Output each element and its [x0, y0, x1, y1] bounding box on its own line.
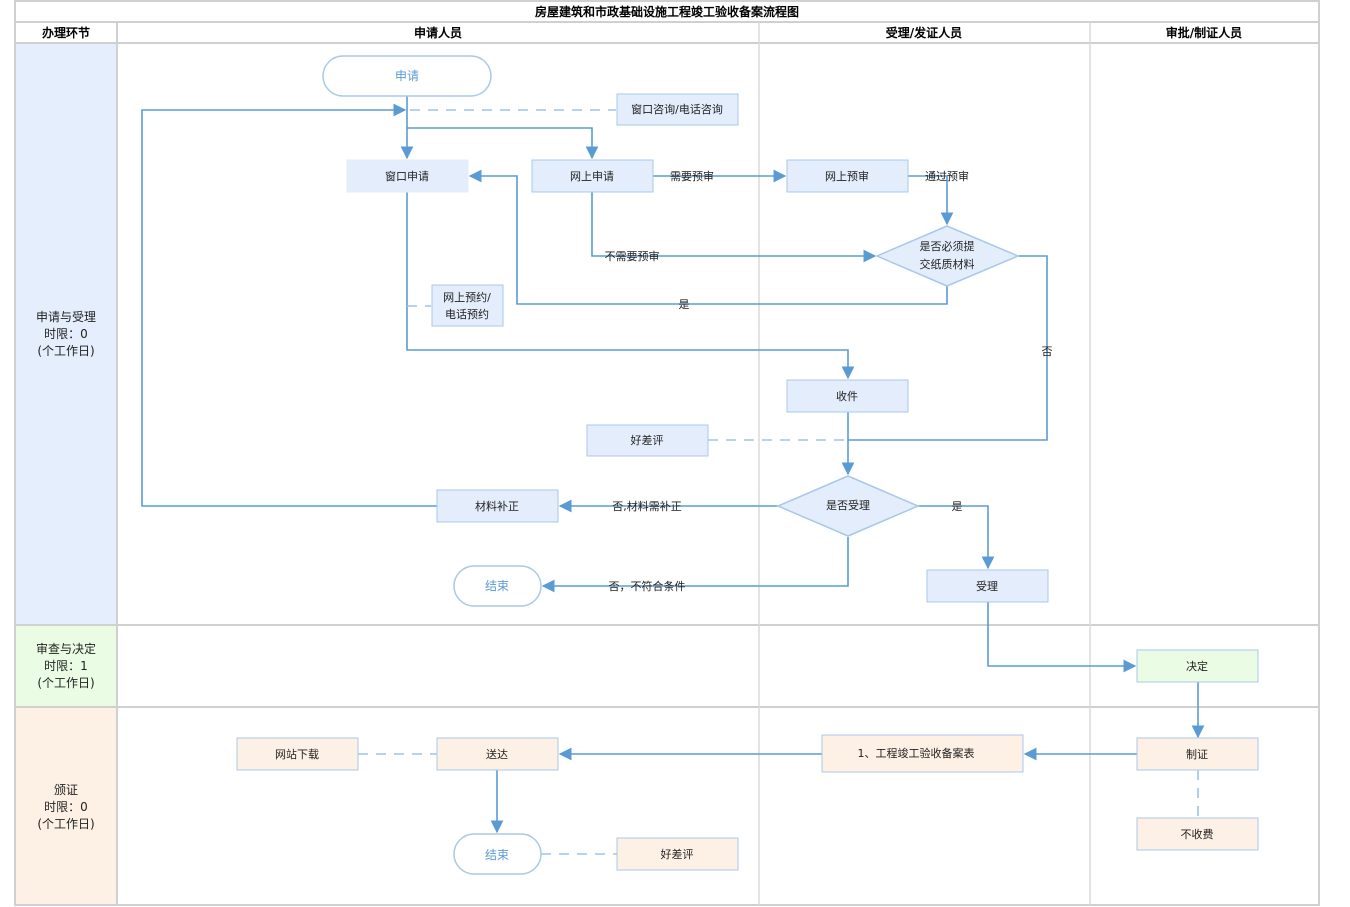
- edge-no-precheck: [591, 192, 877, 263]
- node-end1-label: 结束: [485, 579, 509, 593]
- node-paper-required[interactable]: [875, 225, 1020, 287]
- node-online-precheck-label: 网上预审: [825, 169, 869, 183]
- node-supplement[interactable]: [436, 489, 559, 523]
- header-acceptor: 受理/发证人员: [886, 25, 962, 40]
- node-deliver[interactable]: [436, 737, 559, 771]
- node-rating2-label: 好差评: [661, 847, 694, 861]
- node-appointment[interactable]: [431, 284, 504, 327]
- node-download-label: 网站下载: [275, 747, 319, 761]
- node-start[interactable]: [322, 55, 492, 97]
- node-online-apply-label: 网上申请: [570, 170, 614, 183]
- edge-paper-no: [848, 255, 1048, 441]
- lane-bg-apply: [15, 43, 116, 625]
- node-rating1[interactable]: [586, 424, 709, 457]
- diagram-title: 房屋建筑和市政基础设施工程竣工验收备案流程图: [535, 4, 799, 19]
- lane-limit-review: 时限：1: [44, 659, 88, 673]
- label-no-precheck: 不需要预审: [605, 249, 660, 263]
- node-online-precheck[interactable]: [786, 159, 909, 193]
- edge-yes-accept: [918, 505, 995, 570]
- edge-supplement-loop-back: [141, 103, 437, 507]
- node-end2-label: 结束: [485, 848, 509, 862]
- node-consult-label: 窗口咨询/电话咨询: [631, 102, 723, 116]
- node-consult[interactable]: [616, 93, 739, 126]
- header-applicant: 申请人员: [414, 25, 462, 40]
- outer-border: [14, 0, 1320, 906]
- node-appointment-line2: 电话预约: [445, 308, 489, 321]
- node-end2[interactable]: [453, 833, 542, 875]
- node-window-apply[interactable]: [346, 159, 469, 193]
- edge-window-to-receive: [406, 192, 855, 380]
- header-approver: 审批/制证人员: [1166, 25, 1242, 40]
- label-pass-precheck: 通过预审: [925, 169, 969, 183]
- node-paper-required-line2: 交纸质材料: [920, 257, 975, 271]
- label-paper-no: 否: [1042, 345, 1053, 358]
- node-certify[interactable]: [1136, 737, 1259, 771]
- label-need-supplement: 否,材料需补正: [612, 499, 682, 513]
- node-paper-required-line1: 是否必须提: [920, 240, 975, 253]
- node-window-apply-label: 窗口申请: [385, 169, 429, 183]
- header-stage: 办理环节: [42, 25, 90, 40]
- lane-bg-issue: [15, 707, 116, 905]
- node-record-form[interactable]: [821, 734, 1024, 773]
- node-rating2[interactable]: [616, 837, 739, 871]
- node-rating1-label: 好差评: [631, 433, 664, 447]
- node-receive[interactable]: [786, 379, 909, 413]
- node-decide[interactable]: [1136, 649, 1259, 683]
- node-download[interactable]: [236, 737, 359, 771]
- node-start-label: 申请: [395, 69, 419, 83]
- lane-label-apply: 申请与受理: [36, 310, 96, 324]
- lane-label-issue: 颁证: [54, 782, 78, 797]
- node-no-fee-label: 不收费: [1181, 827, 1214, 841]
- node-deliver-label: 送达: [486, 747, 508, 761]
- edge-not-qualified: [541, 537, 849, 593]
- lane-unit-issue: (个工作日): [37, 817, 94, 831]
- node-record-form-label: 1、工程竣工验收备案表: [858, 746, 975, 760]
- edge-accept-to-decide: [987, 602, 1137, 673]
- label-paper-yes: 是: [679, 298, 690, 311]
- node-online-apply[interactable]: [531, 159, 654, 193]
- label-need-precheck: 需要预审: [670, 169, 714, 183]
- node-receive-label: 收件: [836, 389, 858, 403]
- lane-label-review: 审查与决定: [36, 641, 96, 656]
- lane-unit-review: (个工作日): [37, 676, 94, 690]
- label-yes-accept: 是: [952, 500, 963, 513]
- lane-unit-apply: (个工作日): [37, 344, 94, 358]
- edge-start-to-online-apply: [407, 127, 599, 160]
- node-end1[interactable]: [453, 565, 542, 607]
- lane-limit-apply: 时限：0: [44, 327, 88, 341]
- lane-limit-issue: 时限：0: [44, 800, 88, 814]
- label-not-qualified: 否，不符合条件: [609, 579, 686, 593]
- node-supplement-label: 材料补正: [475, 499, 519, 513]
- node-appointment-line1: 网上预约/: [443, 291, 491, 304]
- node-accept-decision-label: 是否受理: [826, 499, 870, 512]
- lane-bg-review: [15, 626, 116, 706]
- node-certify-label: 制证: [1186, 748, 1208, 761]
- node-accept-decision[interactable]: [776, 475, 920, 537]
- edges: [141, 96, 1205, 855]
- node-accept-label: 受理: [976, 580, 998, 593]
- node-accept[interactable]: [926, 569, 1049, 603]
- node-no-fee[interactable]: [1136, 817, 1259, 851]
- node-decide-label: 决定: [1186, 659, 1208, 673]
- edge-paper-yes: [468, 169, 948, 305]
- edge-pass-precheck: [908, 175, 954, 226]
